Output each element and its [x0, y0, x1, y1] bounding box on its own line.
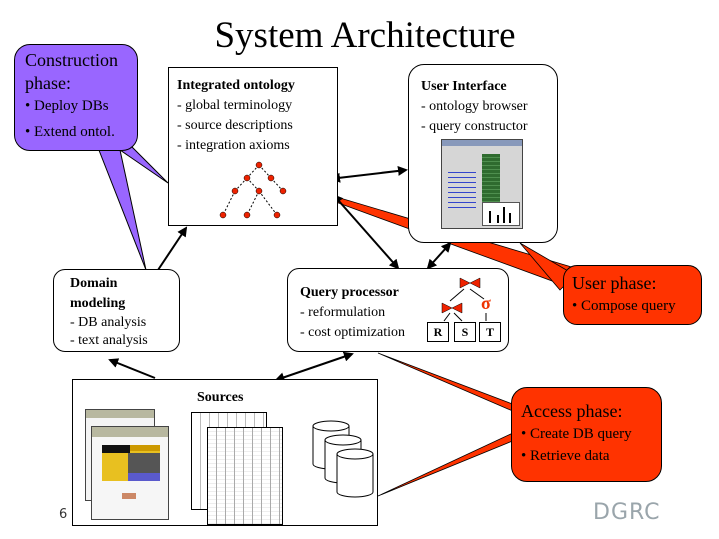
join-bowtie-icon	[441, 302, 463, 314]
domain-heading-line1: Domain	[70, 276, 118, 291]
relation-box-s: S	[454, 322, 476, 342]
sources-heading: Sources	[197, 390, 244, 405]
page-number: 6	[59, 507, 68, 522]
user-phase-callout: User phase: • Compose query	[563, 265, 702, 325]
ui-line: - ontology browser	[421, 99, 528, 114]
arrow-domain-to-ontology	[157, 226, 188, 271]
relation-box-t: T	[479, 322, 501, 342]
select-sigma-icon: σ	[481, 293, 491, 313]
query-line: - cost optimization	[300, 325, 405, 340]
access-phase-title: Access phase:	[521, 401, 623, 421]
arrow-ontology-query	[332, 194, 400, 270]
ontology-line: - global terminology	[177, 98, 293, 113]
slide-title: System Architecture	[214, 15, 516, 56]
user-interface-box: User Interface - ontology browser - quer…	[408, 64, 558, 243]
query-line: - reformulation	[300, 305, 386, 320]
arrow-sources-query	[274, 351, 354, 383]
arrow-sources-to-domain	[108, 358, 156, 379]
domain-modeling-box: Domain modeling - DB analysis - text ana…	[53, 269, 180, 352]
access-phase-bullet: • Retrieve data	[521, 448, 610, 464]
ui-screenshot-thumbnail	[441, 139, 523, 229]
user-phase-bullet: • Compose query	[572, 298, 676, 314]
construction-bullet: • Extend ontol.	[25, 124, 115, 140]
relation-box-r: R	[427, 322, 449, 342]
tree-node	[231, 187, 239, 195]
arrow-ui-query	[426, 242, 452, 270]
tree-node	[267, 174, 275, 182]
construction-bullet: • Deploy DBs	[25, 98, 109, 114]
database-icons	[312, 420, 374, 498]
user-phase-title: User phase:	[572, 273, 657, 293]
tree-node	[243, 211, 251, 219]
query-processor-box: Query processor - reformulation - cost o…	[287, 268, 509, 352]
join-bowtie-icon	[459, 277, 481, 289]
ontology-line: - source descriptions	[177, 118, 293, 133]
construction-phase-callout: Construction phase: • Deploy DBs • Exten…	[14, 44, 138, 151]
tree-node	[255, 187, 263, 195]
tree-node	[243, 174, 251, 182]
database-cylinder	[336, 448, 374, 498]
ontology-line: - integration axioms	[177, 138, 290, 153]
join-tree-lines	[443, 288, 487, 322]
domain-heading-line2: modeling	[70, 296, 126, 311]
integrated-ontology-box: Integrated ontology - global terminology…	[168, 67, 338, 226]
webpage-thumbnail	[91, 426, 169, 520]
ui-line: - query constructor	[421, 119, 528, 134]
arrow-ontology-ui	[330, 165, 408, 183]
tree-node	[273, 211, 281, 219]
tree-node	[279, 187, 287, 195]
document-thumbnail	[207, 427, 283, 525]
query-heading: Query processor	[300, 285, 399, 300]
access-callout-tail	[377, 352, 516, 497]
domain-line: - text analysis	[70, 333, 148, 348]
access-phase-callout: Access phase: • Create DB query • Retrie…	[511, 387, 662, 482]
ui-heading: User Interface	[421, 79, 507, 94]
tree-node	[219, 211, 227, 219]
dgrc-logo: DGRC	[593, 500, 661, 525]
construction-title-line1: Construction	[25, 50, 118, 70]
access-phase-bullet: • Create DB query	[521, 426, 632, 442]
domain-line: - DB analysis	[70, 315, 147, 330]
tree-node	[255, 161, 263, 169]
construction-title-line2: phase:	[25, 73, 71, 93]
construction-callout-tail	[94, 139, 169, 271]
ontology-tree-icon	[219, 161, 287, 219]
sources-box: Sources	[72, 379, 378, 526]
ontology-heading: Integrated ontology	[177, 78, 295, 93]
